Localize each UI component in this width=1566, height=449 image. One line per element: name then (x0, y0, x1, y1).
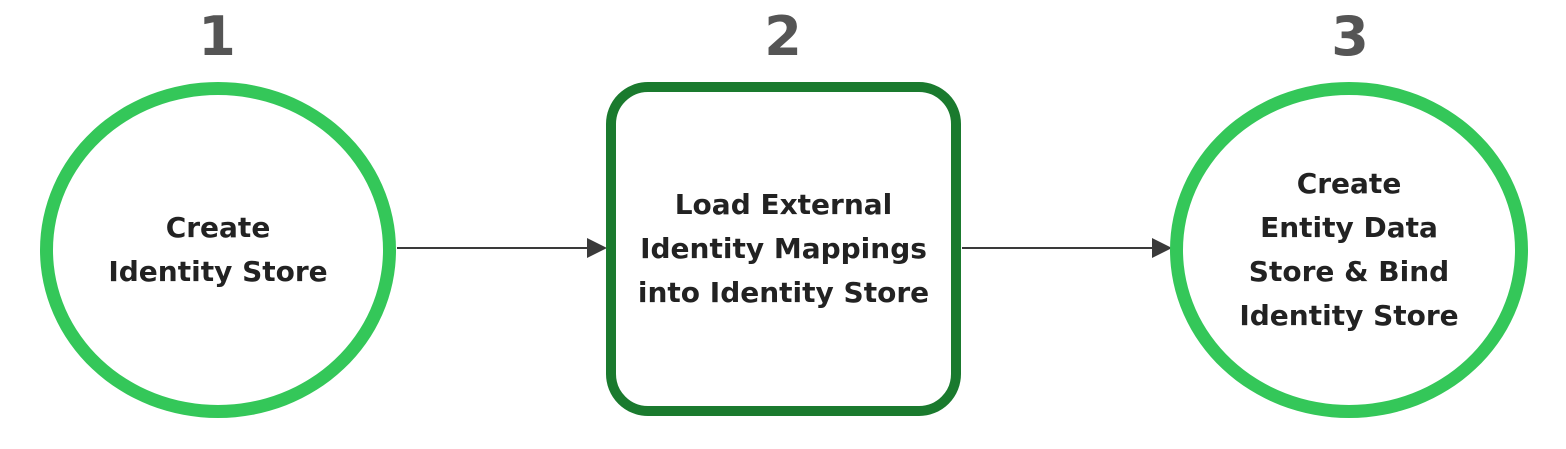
step-3-node: Create Entity Data Store & Bind Identity… (1170, 82, 1528, 418)
arrow-1-to-2-line (397, 247, 589, 249)
step-2-label: Load External Identity Mappings into Ide… (637, 188, 930, 309)
step-1-label: Create Identity Store (108, 211, 328, 288)
arrow-2-to-3-head (1152, 238, 1172, 258)
arrow-2-to-3-line (962, 247, 1154, 249)
step-2-node: Load External Identity Mappings into Ide… (606, 82, 961, 416)
step-1-node: Create Identity Store (40, 82, 396, 418)
step-1-number: 1 (198, 5, 236, 68)
step-3-label: Create Entity Data Store & Bind Identity… (1239, 167, 1459, 332)
arrow-1-to-2-head (587, 238, 607, 258)
step-2-number: 2 (764, 5, 802, 68)
step-3-number: 3 (1331, 5, 1369, 68)
